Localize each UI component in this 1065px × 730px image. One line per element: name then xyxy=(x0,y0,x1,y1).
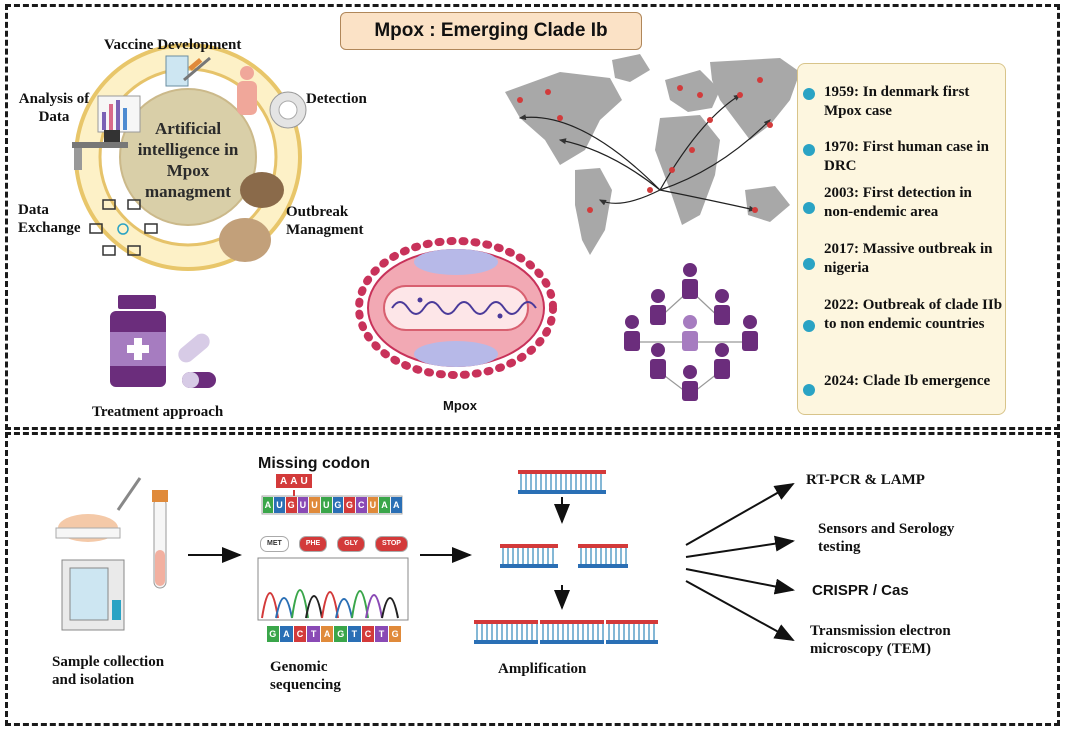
nucleotide: G xyxy=(344,497,355,513)
dna-ladder xyxy=(500,544,558,568)
timeline-item-2003: 2003: First detection in non-endemic are… xyxy=(824,185,972,220)
codon-arrow xyxy=(276,474,312,496)
mpox-virus-icon xyxy=(355,237,557,379)
missing-codon-label: Missing codon xyxy=(258,455,370,472)
nucleotide: U xyxy=(367,497,379,513)
nucleotide: A xyxy=(262,497,274,513)
body-scan-icon xyxy=(237,66,307,129)
timeline-item-2017: 2017: Massive outbreak in nigeria xyxy=(824,241,993,276)
dna-ladder xyxy=(540,620,604,644)
vaccine-development-label: Vaccine Development xyxy=(104,37,242,53)
syringe-icon xyxy=(165,55,211,87)
timeline-item-1959: 1959: In denmark first Mpox case xyxy=(824,84,970,119)
amino-acid: MET xyxy=(260,536,289,552)
outbreak-markers xyxy=(517,77,773,213)
dna-ladder xyxy=(474,620,538,644)
timeline-item-2024: 2024: Clade Ib emergence xyxy=(824,373,991,389)
nucleotide: T xyxy=(375,626,388,642)
nucleotide: U xyxy=(297,497,309,513)
detection-label: Detection xyxy=(306,91,367,107)
timeline-item-2022: 2022: Outbreak of clade IIb to non endem… xyxy=(824,297,1003,332)
analysis-of-data-label: Analysis of Data xyxy=(18,91,90,125)
dna-ladder xyxy=(606,620,658,644)
nucleotide: G xyxy=(332,497,344,513)
method-sensors-serology: Sensors and Serology testing xyxy=(818,521,955,555)
timeline-item-1970: 1970: First human case in DRC xyxy=(824,139,989,174)
world-map xyxy=(505,54,800,255)
timeline-dot xyxy=(803,144,815,156)
dna-ladder xyxy=(518,470,606,494)
nucleotide: G xyxy=(285,497,297,513)
treatment-approach-label: Treatment approach xyxy=(92,404,224,420)
timeline-dot xyxy=(803,384,815,396)
nucleotide: A xyxy=(280,626,293,642)
nucleotide: C xyxy=(355,497,367,513)
sample-collection-icon xyxy=(55,477,168,631)
dna-ladder xyxy=(578,544,628,568)
amino-acid: PHE xyxy=(298,536,328,552)
timeline-dot xyxy=(803,258,815,270)
method-tem: Transmission electron microscopy (TEM) xyxy=(810,623,951,657)
nucleotide: C xyxy=(293,626,307,642)
nucleotide: G xyxy=(334,626,348,642)
nucleotide: U xyxy=(309,497,320,513)
method-rt-pcr-lamp: RT-PCR & LAMP xyxy=(806,472,925,488)
top-panel xyxy=(5,4,1060,430)
nucleotide: A xyxy=(320,626,334,642)
sequencing-panel xyxy=(257,474,409,621)
amplification-label: Amplification xyxy=(498,661,587,677)
title-banner: Mpox : Emerging Clade Ib xyxy=(340,12,642,50)
outbreak-managment-label: Outbreak Managment xyxy=(286,204,364,238)
method-crispr-cas: CRISPR / Cas xyxy=(812,582,909,599)
nucleotide: T xyxy=(348,626,361,642)
genomic-sequencing-label: Genomic sequencing xyxy=(270,659,341,693)
nucleotide: T xyxy=(307,626,320,642)
mpox-label: Mpox xyxy=(443,398,477,413)
pills-icon xyxy=(178,333,216,388)
timeline-dot xyxy=(803,320,815,332)
amino-acid: GLY xyxy=(337,536,365,552)
outbreak-icon xyxy=(219,172,284,262)
method-arrows xyxy=(685,483,795,641)
nucleotide: U xyxy=(320,497,332,513)
amplification-diagram xyxy=(474,470,658,644)
timeline-dot xyxy=(803,88,815,100)
ai-center-label: Artificial intelligence in Mpox managmen… xyxy=(137,119,239,201)
nucleotide: A xyxy=(390,497,402,513)
data-exchange-label: Data Exchange xyxy=(18,202,81,236)
timeline-box: 1959: In denmark first Mpox case 1970: F… xyxy=(797,63,1006,415)
computer-desk-icon xyxy=(72,95,141,170)
amino-acid-row: MET PHE GLY STOP xyxy=(260,536,408,552)
timeline-dot xyxy=(803,202,815,214)
nucleotide: A xyxy=(379,497,390,513)
nucleotide: U xyxy=(274,497,285,513)
nucleotide: C xyxy=(361,626,375,642)
codon-letters: AAU xyxy=(280,476,311,487)
people-network-icon xyxy=(624,263,758,401)
nucleotide: G xyxy=(266,626,280,642)
amino-acid: STOP xyxy=(375,536,408,552)
bottom-panel xyxy=(5,432,1060,726)
sample-collection-label: Sample collection and isolation xyxy=(52,654,165,688)
outbreak-spread xyxy=(518,94,771,212)
nucleotide: G xyxy=(388,626,402,642)
chromatogram xyxy=(261,589,399,619)
medicine-bottle-icon xyxy=(110,295,166,387)
network-icon xyxy=(89,199,158,256)
